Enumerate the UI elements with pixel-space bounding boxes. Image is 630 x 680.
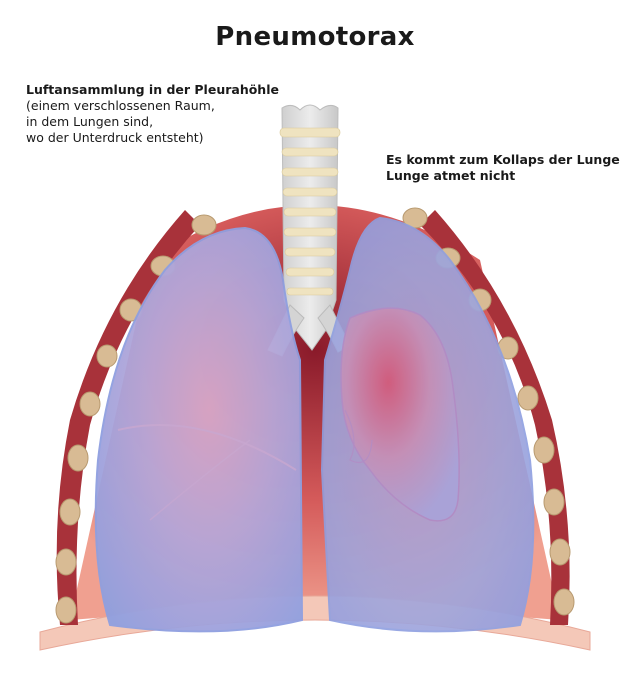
annotation-air-in-pleura: Luftansammlung in der Pleurahöhle (einem… — [26, 82, 326, 146]
left-lung-fissure — [149, 439, 251, 521]
annotation-line: (einem verschlossenen Raum, — [26, 98, 215, 113]
left-lung-fissure — [117, 424, 297, 471]
chest-wall-right — [420, 210, 570, 625]
annotation-line: in dem Lungen sind, — [26, 114, 154, 129]
annotation-lung-collapse: Es kommt zum Kollaps der Lunge Lunge atm… — [386, 152, 626, 184]
diagram-title: Pneumotorax — [215, 22, 415, 52]
collapsed-right-lung — [340, 307, 460, 522]
annotation-line: wo der Unterdruck entsteht) — [26, 130, 204, 145]
annotation-heading: Luftansammlung in der Pleurahöhle — [26, 82, 279, 97]
chest-wall-left — [56, 210, 201, 625]
collapsed-lung-lobe — [344, 409, 373, 464]
annotation-line: Es kommt zum Kollaps der Lunge — [386, 152, 620, 167]
annotation-line: Lunge atmet nicht — [386, 168, 516, 183]
